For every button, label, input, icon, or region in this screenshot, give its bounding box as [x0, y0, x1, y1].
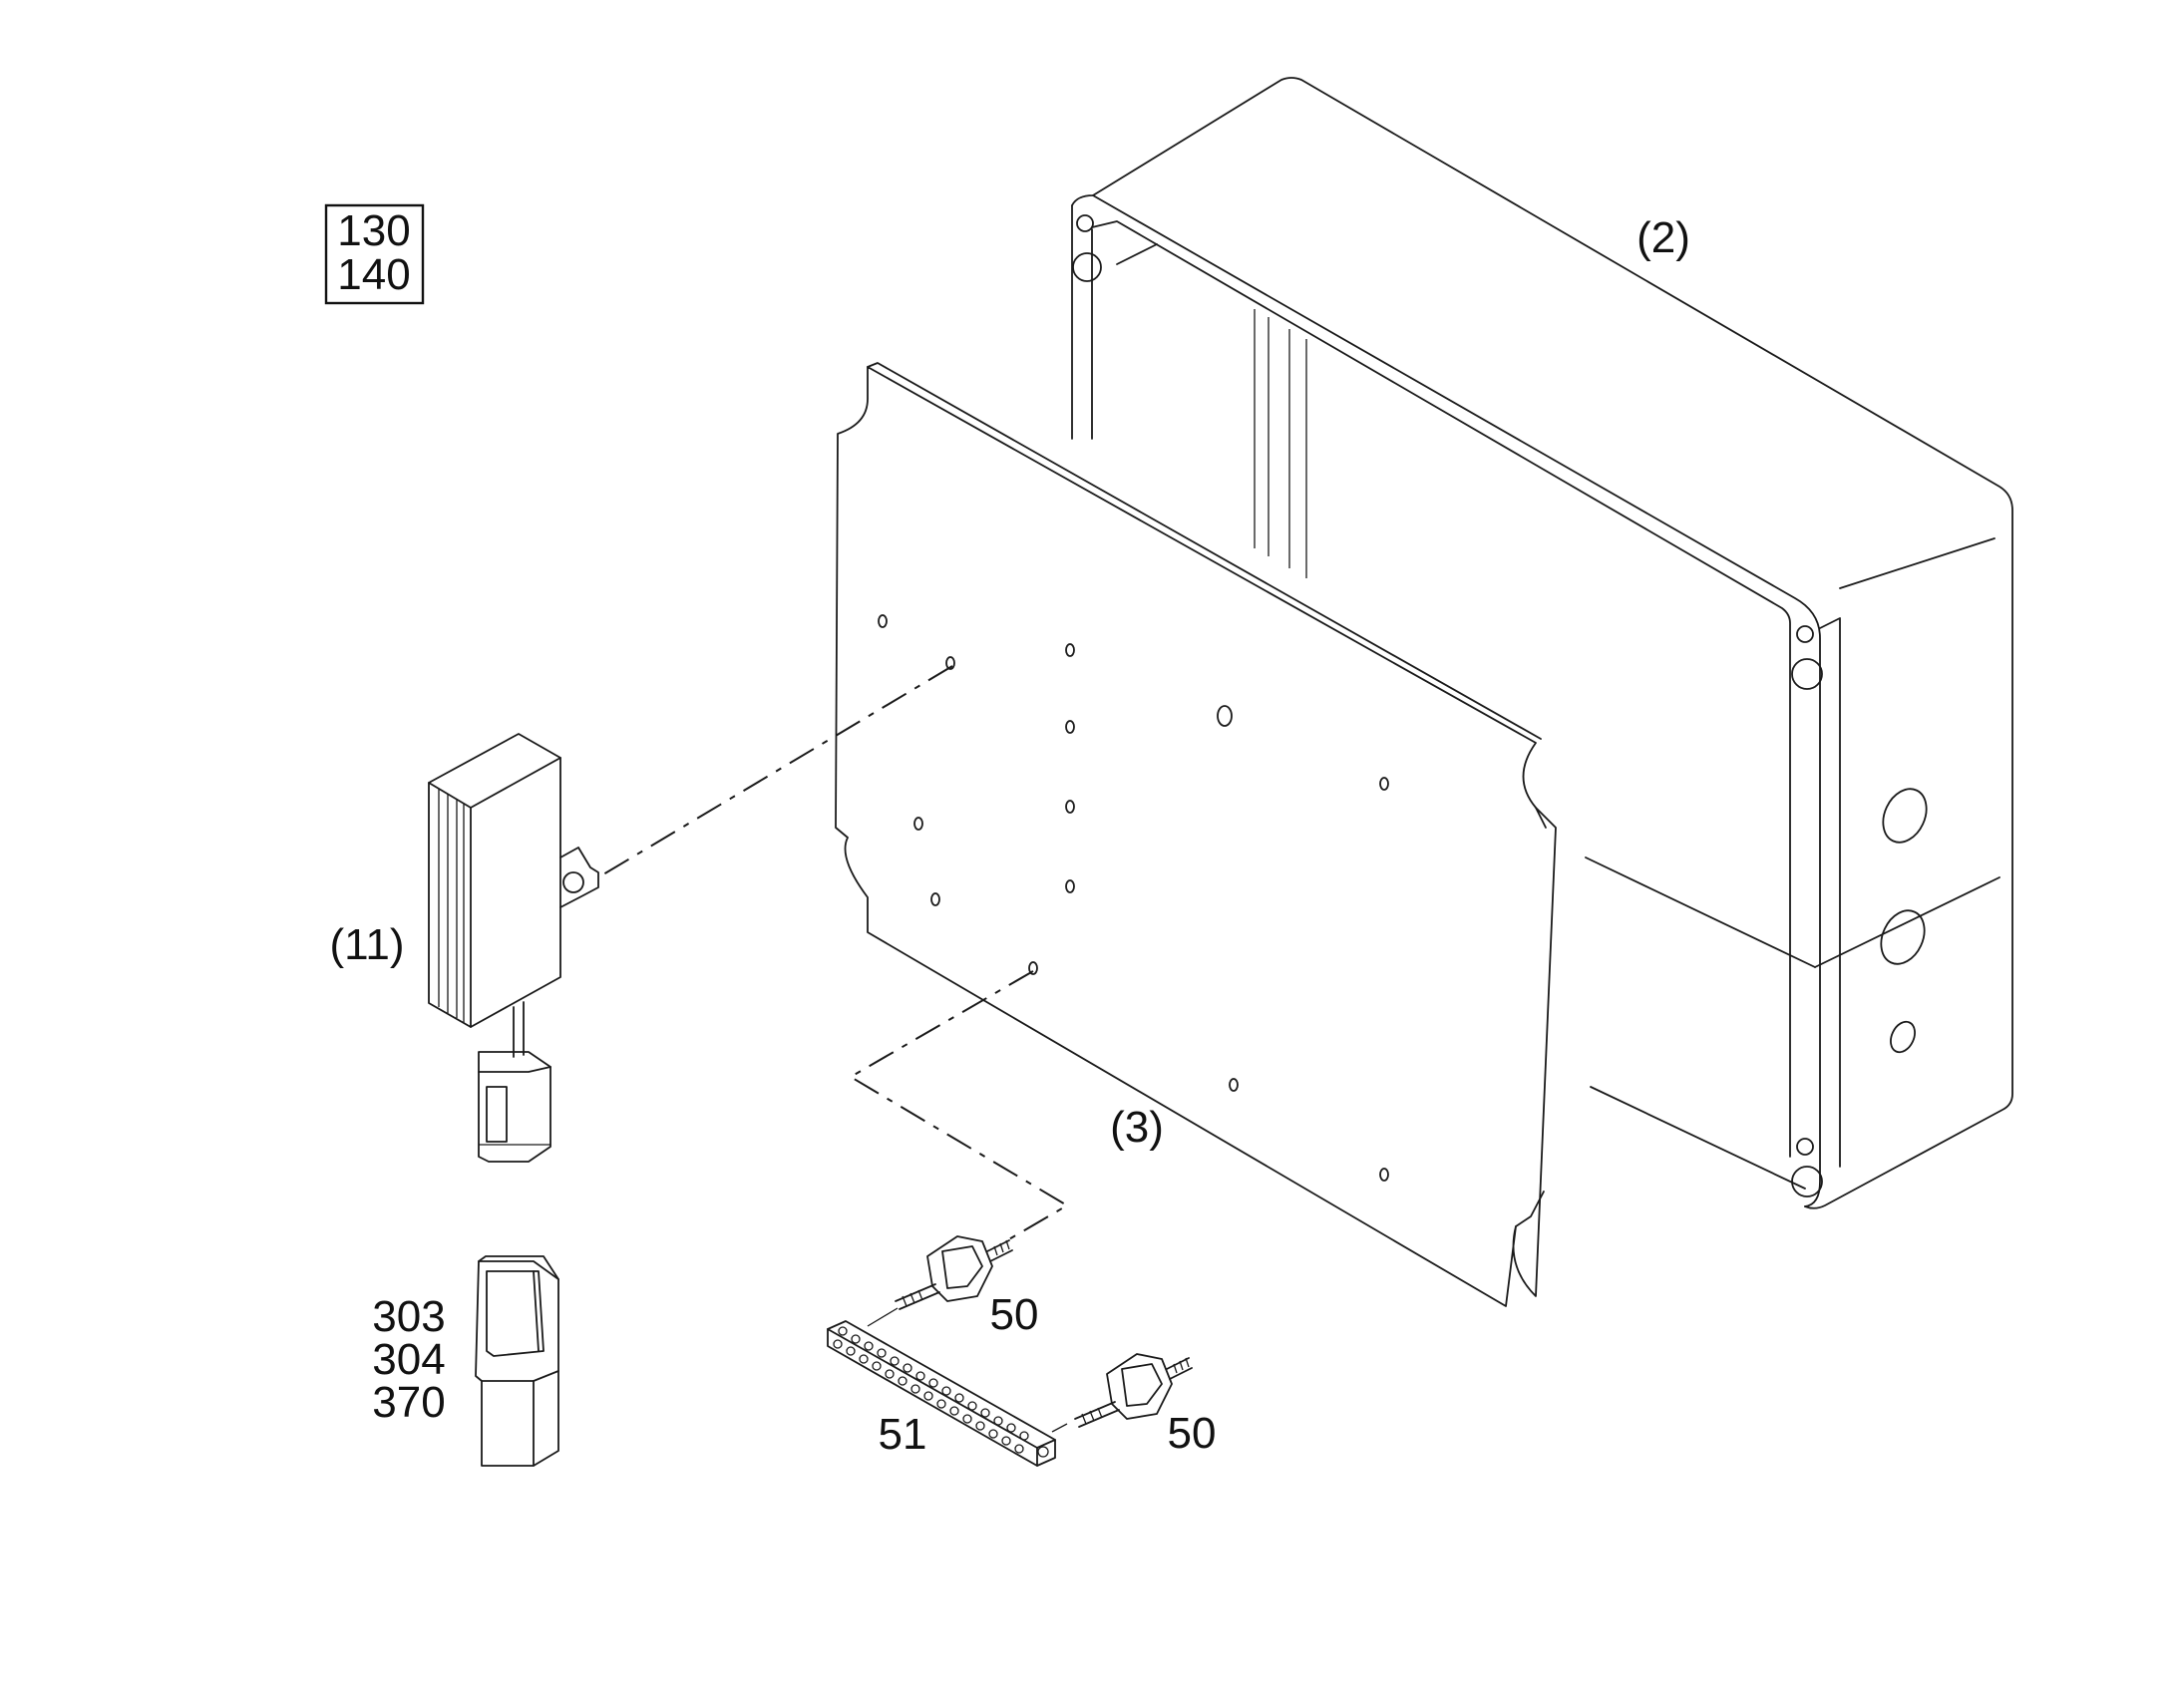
connector-housing: 303 304 370	[372, 1255, 559, 1467]
heater-assembly: (11)	[330, 733, 599, 1163]
reference-box: 130 140	[324, 203, 425, 305]
label-connector-part-1: 303	[372, 1292, 445, 1341]
mounting-plate: (3)	[835, 362, 1557, 1307]
label-terminal-bar: 51	[879, 1410, 927, 1459]
label-connector-part-3: 370	[372, 1378, 445, 1427]
standoff-lower: 50	[1051, 1353, 1217, 1458]
label-mounting-plate: (3)	[1110, 1103, 1164, 1152]
label-connector-part-2: 304	[372, 1335, 445, 1384]
label-enclosure: (2)	[1636, 213, 1690, 262]
terminal-bar: 51	[827, 1307, 1056, 1467]
standoff-upper: 50	[895, 1235, 1039, 1339]
label-standoff-upper: 50	[990, 1290, 1039, 1339]
assembly-line-heater	[597, 665, 953, 878]
reference-number-2: 140	[337, 250, 410, 299]
assembly-line-standoff	[849, 970, 1069, 1241]
label-heater: (11)	[330, 920, 405, 969]
enclosure-box: (2)	[1071, 77, 2013, 1209]
label-standoff-lower: 50	[1168, 1409, 1217, 1458]
terminal-holes	[833, 1326, 1049, 1458]
reference-number-1: 130	[337, 206, 410, 255]
